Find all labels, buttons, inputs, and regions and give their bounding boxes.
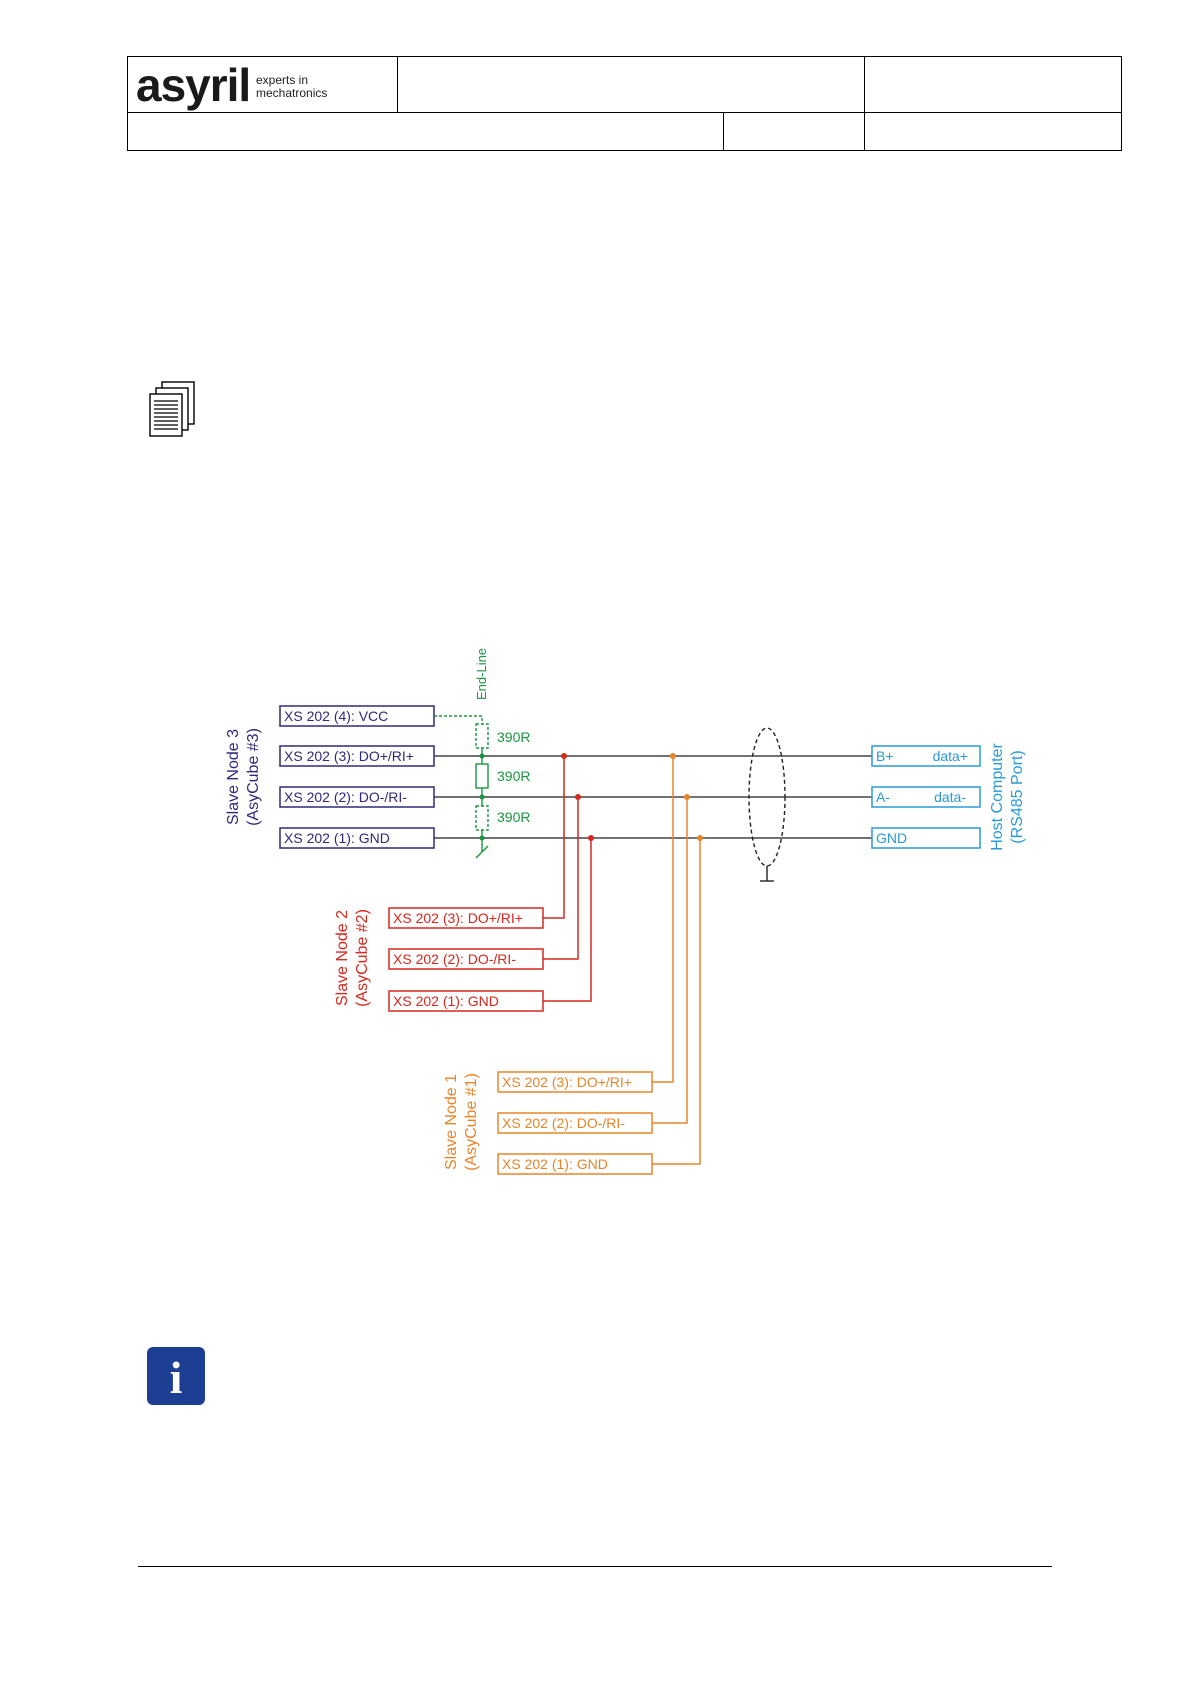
- host-pin-gnd: GND: [876, 830, 907, 846]
- asyril-logo: asyril: [136, 59, 251, 111]
- cable-shield-ellipse: [748, 727, 786, 867]
- header-subject-cell: [127, 112, 724, 151]
- footer-rule: [138, 1566, 1052, 1567]
- shield-ground-symbol: [760, 866, 774, 882]
- node1-subtitle: (AsyCube #1): [463, 1073, 480, 1171]
- node2-title: Slave Node 2: [334, 910, 351, 1006]
- header-doc-cell: [864, 56, 1122, 113]
- node1-pin-gnd-label: XS 202 (1): GND: [502, 1156, 608, 1172]
- slave-node-1: [497, 1071, 653, 1175]
- node3-pin-vcc-label: XS 202 (4): VCC: [284, 708, 388, 724]
- info-icon: i: [147, 1347, 205, 1405]
- slave-node-2: [388, 907, 544, 1012]
- resistor-label-3: 390R: [497, 809, 530, 825]
- host-pin-a-minus: A-: [876, 789, 890, 805]
- resistor-bus: [475, 763, 489, 789]
- host-subtitle: (RS485 Port): [1009, 750, 1026, 843]
- resistor-vcc-dashed: [475, 723, 489, 749]
- node2-pin-do-minus-label: XS 202 (2): DO-/RI-: [393, 951, 516, 967]
- header-version-cell: [723, 112, 865, 151]
- node2-pin-do-plus-label: XS 202 (3): DO+/RI+: [393, 910, 523, 926]
- node3-pin-gnd-box: [279, 827, 435, 849]
- slave-node-2-wiring: [543, 756, 592, 1002]
- host-title: Host Computer: [989, 743, 1006, 851]
- node3-subtitle: (AsyCube #3): [245, 728, 262, 826]
- logo-cell: asyril experts in mechatronics: [127, 56, 398, 113]
- node3-pin-do-plus-box: [279, 745, 435, 767]
- node3-pin-gnd-label: XS 202 (1): GND: [284, 830, 390, 846]
- node2-subtitle: (AsyCube #2): [354, 909, 371, 1007]
- host-pin-b-plus: B+: [876, 748, 894, 764]
- node2-pin-gnd-label: XS 202 (1): GND: [393, 993, 499, 1009]
- end-line-label: End-Line: [474, 648, 489, 700]
- node3-pin-do-minus-box: [279, 786, 435, 808]
- slave-node-1-wiring: [652, 756, 701, 1165]
- document-note-icon: [149, 381, 195, 437]
- resistor-gnd-dashed: [475, 805, 489, 831]
- slave-node-3: [279, 705, 435, 849]
- node1-pin-do-minus-label: XS 202 (2): DO-/RI-: [502, 1115, 625, 1131]
- node3-pin-do-minus-label: XS 202 (2): DO-/RI-: [284, 789, 407, 805]
- document-header: asyril experts in mechatronics: [127, 56, 1122, 151]
- resistor-label-1: 390R: [497, 729, 530, 745]
- logo-tagline: experts in mechatronics: [256, 73, 328, 100]
- host-pin-data-plus: data+: [933, 748, 968, 764]
- node3-title: Slave Node 3: [225, 729, 242, 825]
- host-computer: [871, 745, 981, 849]
- bus-lines: [434, 755, 872, 839]
- node1-title: Slave Node 1: [443, 1074, 460, 1170]
- node1-pin-do-plus-label: XS 202 (3): DO+/RI+: [502, 1074, 632, 1090]
- resistor-label-2: 390R: [497, 768, 530, 784]
- host-pin-data-minus: data-: [934, 789, 966, 805]
- node3-pin-do-plus-label: XS 202 (3): DO+/RI+: [284, 748, 414, 764]
- header-page-cell: [864, 112, 1122, 151]
- end-line-termination: [434, 715, 489, 859]
